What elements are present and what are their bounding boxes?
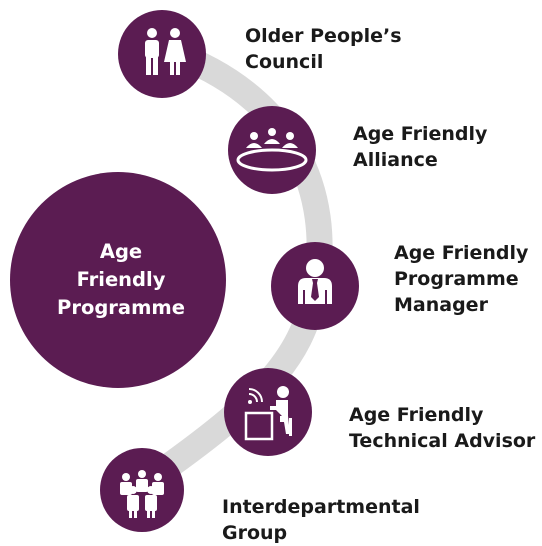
node-older-peoples-council (118, 10, 206, 98)
label-technical-advisor: Age Friendly Technical Advisor (349, 404, 536, 452)
node-interdepartmental-group (100, 448, 184, 532)
node-age-friendly-alliance (228, 106, 316, 194)
manager-icon (298, 259, 332, 304)
center-label: Age Friendly Programme (57, 240, 185, 319)
label-older-peoples-council: Older People’s Council (245, 25, 402, 73)
node-technical-advisor (181, 368, 312, 456)
group-of-people-icon (120, 470, 164, 518)
label-programme-manager: Age Friendly Programme Manager (394, 242, 529, 316)
node-programme-manager (271, 242, 359, 330)
person-at-laptop-icon (181, 386, 292, 441)
label-interdepartmental-group: Interdepartmental Group (222, 496, 420, 544)
center-circle (10, 172, 226, 388)
label-age-friendly-alliance: Age Friendly Alliance (353, 123, 488, 171)
meeting-table-icon (236, 128, 308, 172)
man-woman-icon (145, 28, 186, 75)
